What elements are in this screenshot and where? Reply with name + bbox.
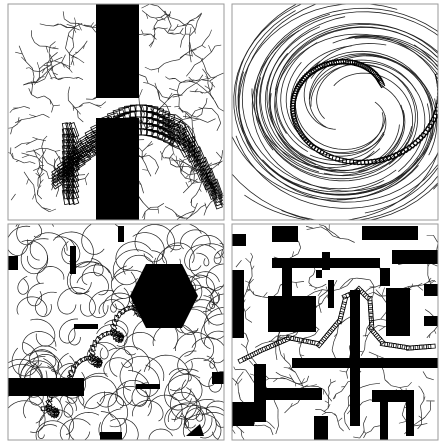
panel-b	[226, 0, 441, 223]
panel-a-wall-top	[96, 4, 139, 98]
panel-c-block-bottom	[100, 432, 122, 440]
panel-c-block-small	[8, 256, 18, 270]
panel-c-dash-2	[74, 324, 98, 329]
panel-c-bar-top	[118, 226, 124, 242]
panel-c-dash	[136, 384, 160, 389]
panel-a	[5, 4, 228, 223]
panel-c-block-right	[212, 372, 224, 384]
panel-d	[226, 223, 441, 440]
panel-c	[1, 216, 247, 442]
panel-c-bar	[70, 246, 76, 274]
